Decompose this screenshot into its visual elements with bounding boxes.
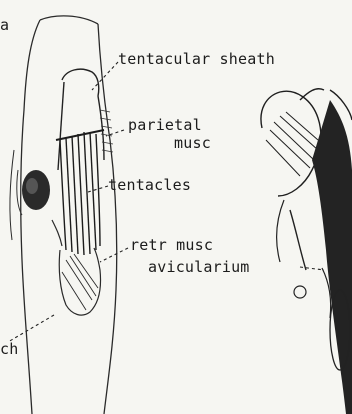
leader-lines [8,62,324,342]
stomach-mass [17,170,50,215]
label-corner-fragment: a [0,18,9,33]
label-tentacles: tentacles [108,178,191,193]
tentacles-shape [56,130,104,255]
label-retr-musc: retr musc [130,238,213,253]
label-parietal: parietal [128,118,202,133]
label-tentacular-sheath: tentacular sheath [118,52,275,67]
label-stomach-fragment: ch [0,342,18,357]
label-avicularium: avicularium [148,260,250,275]
retractor-area [52,220,101,315]
label-musc: musc [174,136,211,151]
